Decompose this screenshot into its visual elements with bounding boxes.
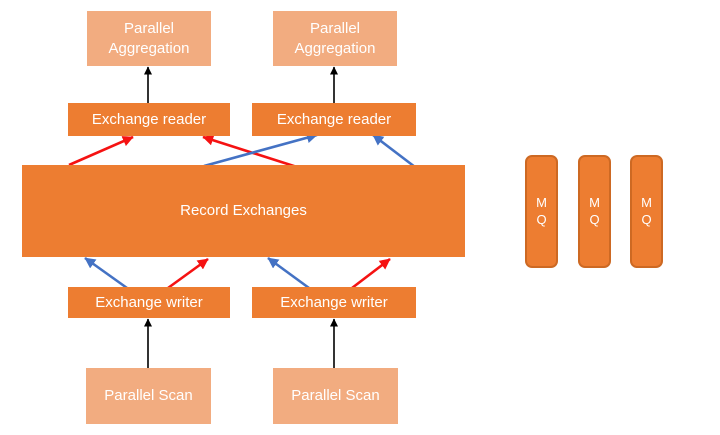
- node-mq-3: MQ: [630, 155, 663, 268]
- node-parallel-scan-1: Parallel Scan: [86, 368, 211, 424]
- node-exchange-reader-2: Exchange reader: [252, 103, 416, 136]
- node-record-exchanges: Record Exchanges: [22, 165, 465, 257]
- node-label: MQ: [589, 194, 600, 227]
- flow-arrow-red: [167, 257, 209, 290]
- node-exchange-writer-1: Exchange writer: [68, 287, 230, 318]
- node-exchange-reader-1: Exchange reader: [68, 103, 230, 136]
- flow-arrow-red: [68, 135, 134, 167]
- node-label: Exchange writer: [95, 293, 203, 311]
- flow-arrow-blue: [372, 133, 416, 169]
- flow-arrow-blue: [203, 132, 318, 168]
- node-label: MQ: [536, 194, 547, 227]
- node-label: Exchange reader: [91, 110, 207, 128]
- flow-arrow-blue: [84, 256, 128, 290]
- node-exchange-writer-2: Exchange writer: [252, 287, 416, 318]
- node-mq-2: MQ: [578, 155, 611, 268]
- node-label: Parallel Aggregation: [108, 20, 190, 57]
- node-label: Parallel Scan: [104, 387, 193, 405]
- flow-arrow-red: [351, 257, 391, 290]
- node-parallel-scan-2: Parallel Scan: [273, 368, 398, 424]
- flow-arrow-red: [202, 134, 298, 169]
- node-label: Parallel Scan: [291, 387, 380, 405]
- node-parallel-aggregation-1: Parallel Aggregation: [87, 11, 211, 66]
- node-label: Exchange reader: [276, 110, 392, 128]
- flow-arrow-blue: [267, 256, 310, 290]
- node-parallel-aggregation-2: Parallel Aggregation: [273, 11, 397, 66]
- node-label: MQ: [641, 194, 652, 227]
- node-label: Exchange writer: [280, 293, 388, 311]
- node-label: Record Exchanges: [180, 202, 307, 220]
- node-mq-1: MQ: [525, 155, 558, 268]
- node-label: Parallel Aggregation: [294, 20, 376, 57]
